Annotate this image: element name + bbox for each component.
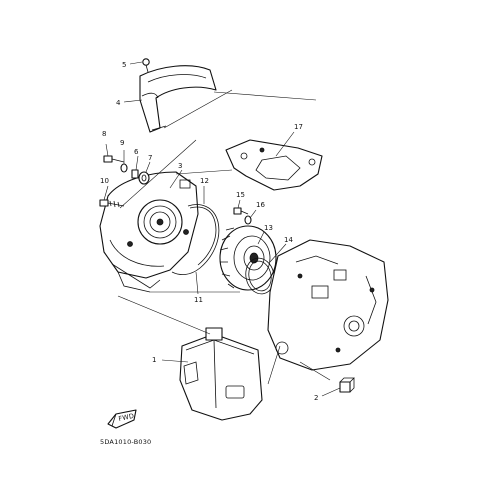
callout-9: 9	[120, 139, 124, 147]
callout-4: 4	[116, 99, 121, 107]
gasket-part[interactable]	[225, 139, 323, 191]
grommet-7[interactable]	[138, 171, 150, 185]
bolt-15[interactable]	[233, 207, 249, 215]
forward-arrow-icon: FWD	[107, 409, 137, 429]
callout-2: 2	[314, 394, 318, 402]
fan-housing-part[interactable]	[99, 171, 199, 293]
bolt-8[interactable]	[103, 155, 125, 163]
callout-labels: 1 2 3 4 5 6 7 8 9 10 11 12 13 14 15 16 1…	[100, 61, 318, 402]
callout-11: 11	[194, 296, 203, 304]
forward-arrow-label: FWD	[118, 412, 135, 423]
callout-10: 10	[100, 177, 109, 185]
callout-1: 1	[152, 356, 156, 364]
lower-cover-part[interactable]	[179, 327, 263, 421]
callout-17: 17	[294, 123, 303, 131]
callout-5: 5	[122, 61, 126, 69]
callout-3: 3	[178, 162, 182, 170]
screw-5[interactable]	[142, 58, 150, 73]
cooling-fan-part[interactable]	[219, 225, 277, 291]
callout-6: 6	[134, 148, 139, 156]
washer-16[interactable]	[244, 215, 252, 225]
leader-lines	[103, 61, 341, 397]
callout-12: 12	[200, 177, 209, 185]
washer-9[interactable]	[120, 163, 128, 173]
callout-13: 13	[264, 224, 273, 232]
callout-15: 15	[236, 191, 245, 199]
callout-7: 7	[148, 154, 152, 162]
collar-6[interactable]	[131, 169, 139, 179]
diagram-code: 5DA1010-B030	[100, 438, 151, 446]
tube-part[interactable]	[171, 204, 220, 276]
callout-16: 16	[256, 201, 265, 209]
callout-8: 8	[102, 130, 106, 138]
clip-part[interactable]	[339, 377, 355, 393]
callout-14: 14	[284, 236, 293, 244]
upper-shroud-part[interactable]	[139, 65, 217, 133]
engine-crankcase	[267, 239, 389, 371]
